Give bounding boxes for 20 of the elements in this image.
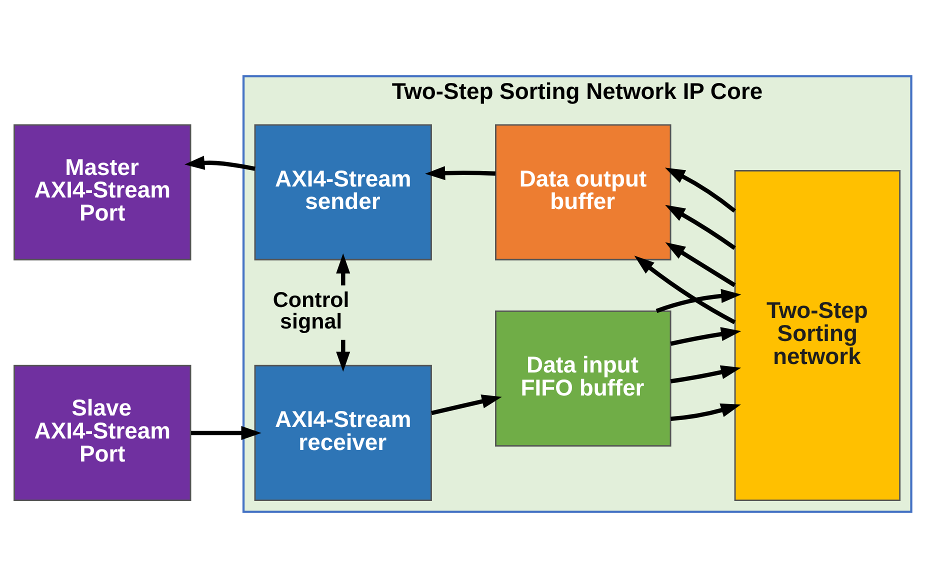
arrow [191, 426, 262, 440]
arrow [665, 204, 736, 250]
arrow [664, 168, 736, 213]
node-box: AXI4-Stream sender [254, 124, 432, 260]
arrow [656, 288, 742, 314]
arrow [670, 327, 742, 346]
node-box: Slave AXI4-Stream Port [14, 364, 192, 502]
node-box: Data input FIFO buffer [495, 310, 672, 447]
node-box: Master AXI4-Stream Port [14, 124, 192, 260]
arrow [425, 166, 496, 180]
arrow [665, 242, 736, 288]
node-box: AXI4-Stream receiver [254, 364, 432, 502]
arrow [184, 156, 256, 171]
arrow [634, 256, 736, 324]
edge-label: Control signal [272, 288, 350, 334]
node-box: Data output buffer [495, 124, 672, 260]
arrow [670, 365, 742, 384]
node-box: Two-Step Sorting network [734, 170, 901, 502]
arrow [431, 394, 502, 416]
arrow [670, 404, 741, 421]
